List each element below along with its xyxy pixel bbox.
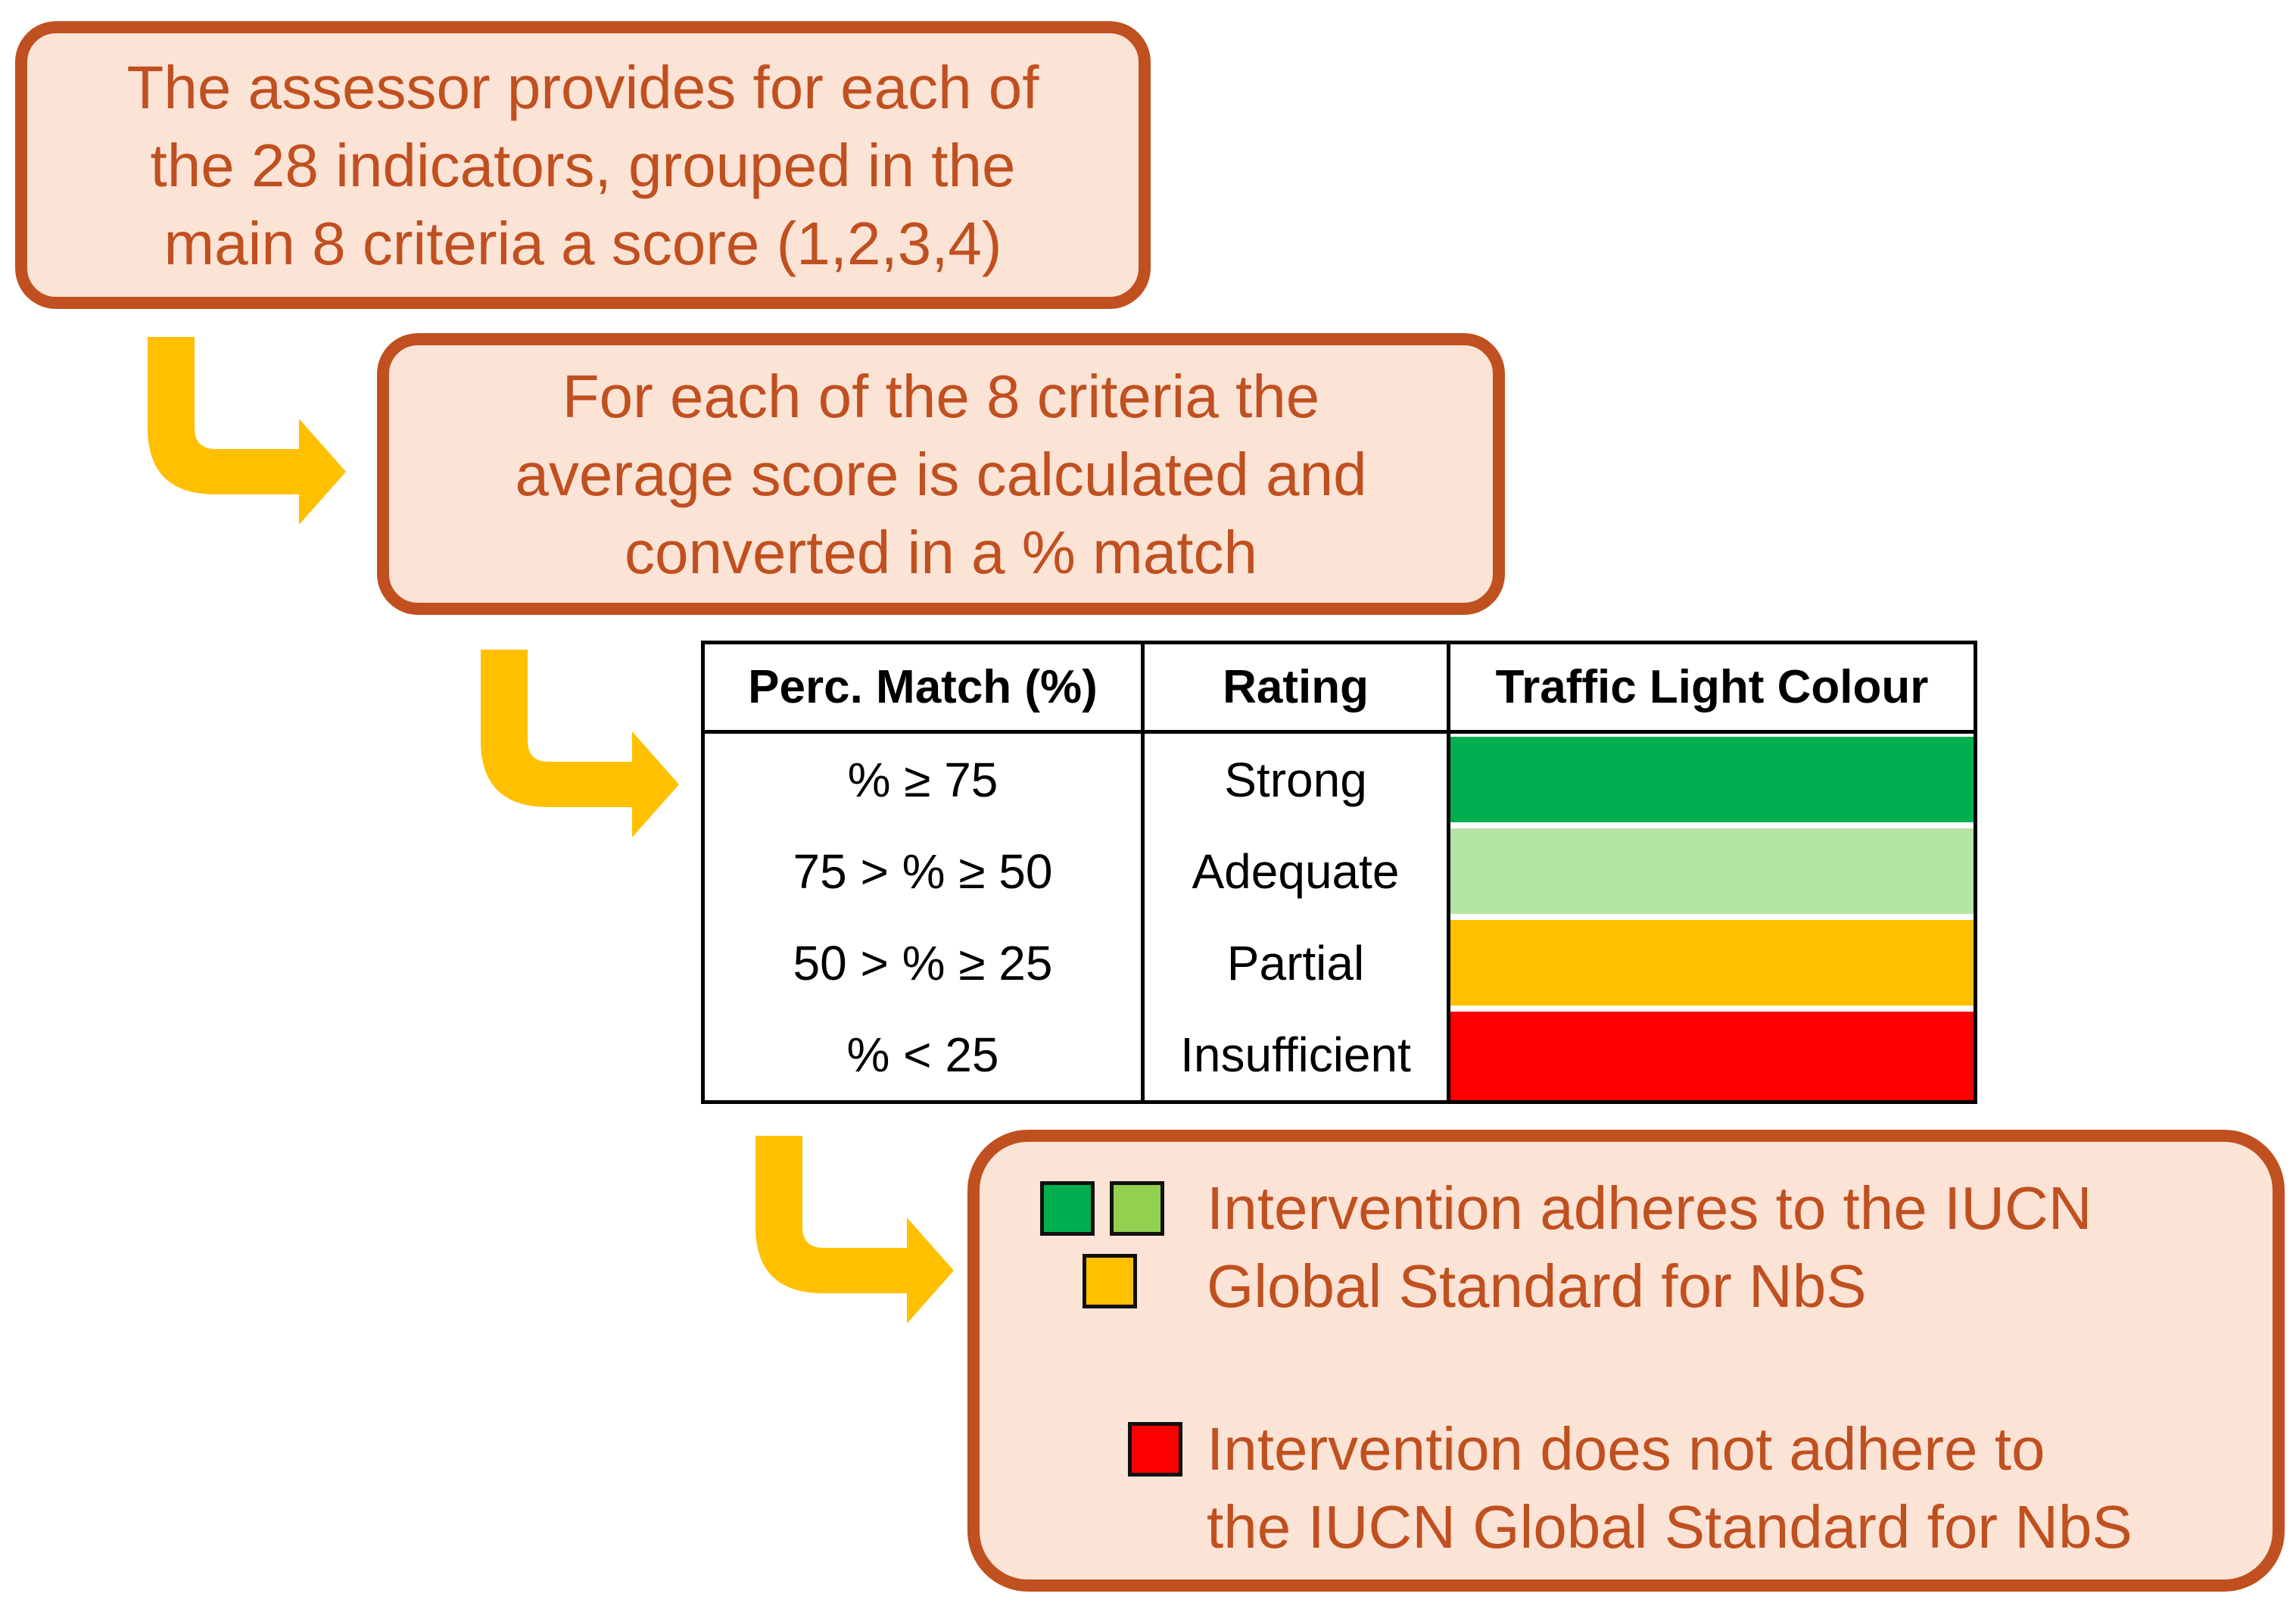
table-cell-range-strong: % ≥ 75 [705,734,1145,825]
table-cell-rating-partial: Partial [1145,917,1450,1009]
table-cell-rating-strong: Strong [1145,734,1450,825]
table-cell-range-partial: 50 > % ≥ 25 [705,917,1145,1009]
flow-arrow-2 [481,650,679,837]
table-cell-rating-insufficient: Insufficient [1145,1009,1450,1100]
outcome-adheres-line-1: Intervention adheres to the IUCN [1207,1174,2092,1242]
legend-square-insufficient [1128,1422,1182,1477]
legend-square-partial [1083,1254,1137,1308]
step-2-line-2: average score is calculated and [515,440,1367,508]
outcome-not-adheres-line-1: Intervention does not adhere to [1207,1415,2045,1483]
traffic-light-swatch-partial [1450,920,1974,1006]
step-1-line-3: main 8 criteria a score (1,2,3,4) [164,209,1002,277]
table-cell-range-insufficient: % < 25 [705,1009,1145,1100]
step-2-line-1: For each of the 8 criteria the [562,362,1320,430]
flow-arrow-3-shape [755,1136,954,1324]
outcome-not-adheres-line-2: the IUCN Global Standard for NbS [1207,1493,2132,1561]
table-header-perc-match: Perc. Match (%) [705,644,1145,734]
table-cell-range-adequate: 75 > % ≥ 50 [705,825,1145,917]
outcome-not-adheres-text: Intervention does not adhere to the IUCN… [1207,1410,2132,1566]
outcome-adheres-text: Intervention adheres to the IUCN Global … [1207,1169,2092,1325]
rating-table: Perc. Match (%) Rating Traffic Light Col… [701,641,1977,1104]
traffic-light-swatch-strong [1450,737,1974,822]
table-cell-rating-adequate: Adequate [1145,825,1450,917]
flow-arrow-2-shape [481,650,679,837]
flow-arrow-3 [755,1136,954,1324]
step-1-line-2: the 28 indicators, grouped in the [150,131,1016,199]
step-assessor-scoring-box: The assessor provides for each of the 28… [15,21,1151,309]
step-average-score-box: For each of the 8 criteria the average s… [377,333,1505,615]
step-1-line-1: The assessor provides for each of [126,53,1039,121]
traffic-light-swatch-adequate [1450,828,1974,914]
legend-square-strong [1040,1181,1095,1236]
flow-arrow-1 [148,337,346,525]
step-2-line-3: converted in a % match [625,518,1257,586]
traffic-light-swatch-insufficient [1450,1012,1974,1100]
flow-arrow-1-shape [148,337,346,525]
table-header-rating: Rating [1145,644,1450,734]
outcome-adheres-line-2: Global Standard for NbS [1207,1252,1867,1320]
outcome-box: Intervention adheres to the IUCN Global … [967,1130,2285,1592]
table-header-traffic-light: Traffic Light Colour [1450,644,1974,734]
legend-square-adequate [1110,1181,1164,1236]
